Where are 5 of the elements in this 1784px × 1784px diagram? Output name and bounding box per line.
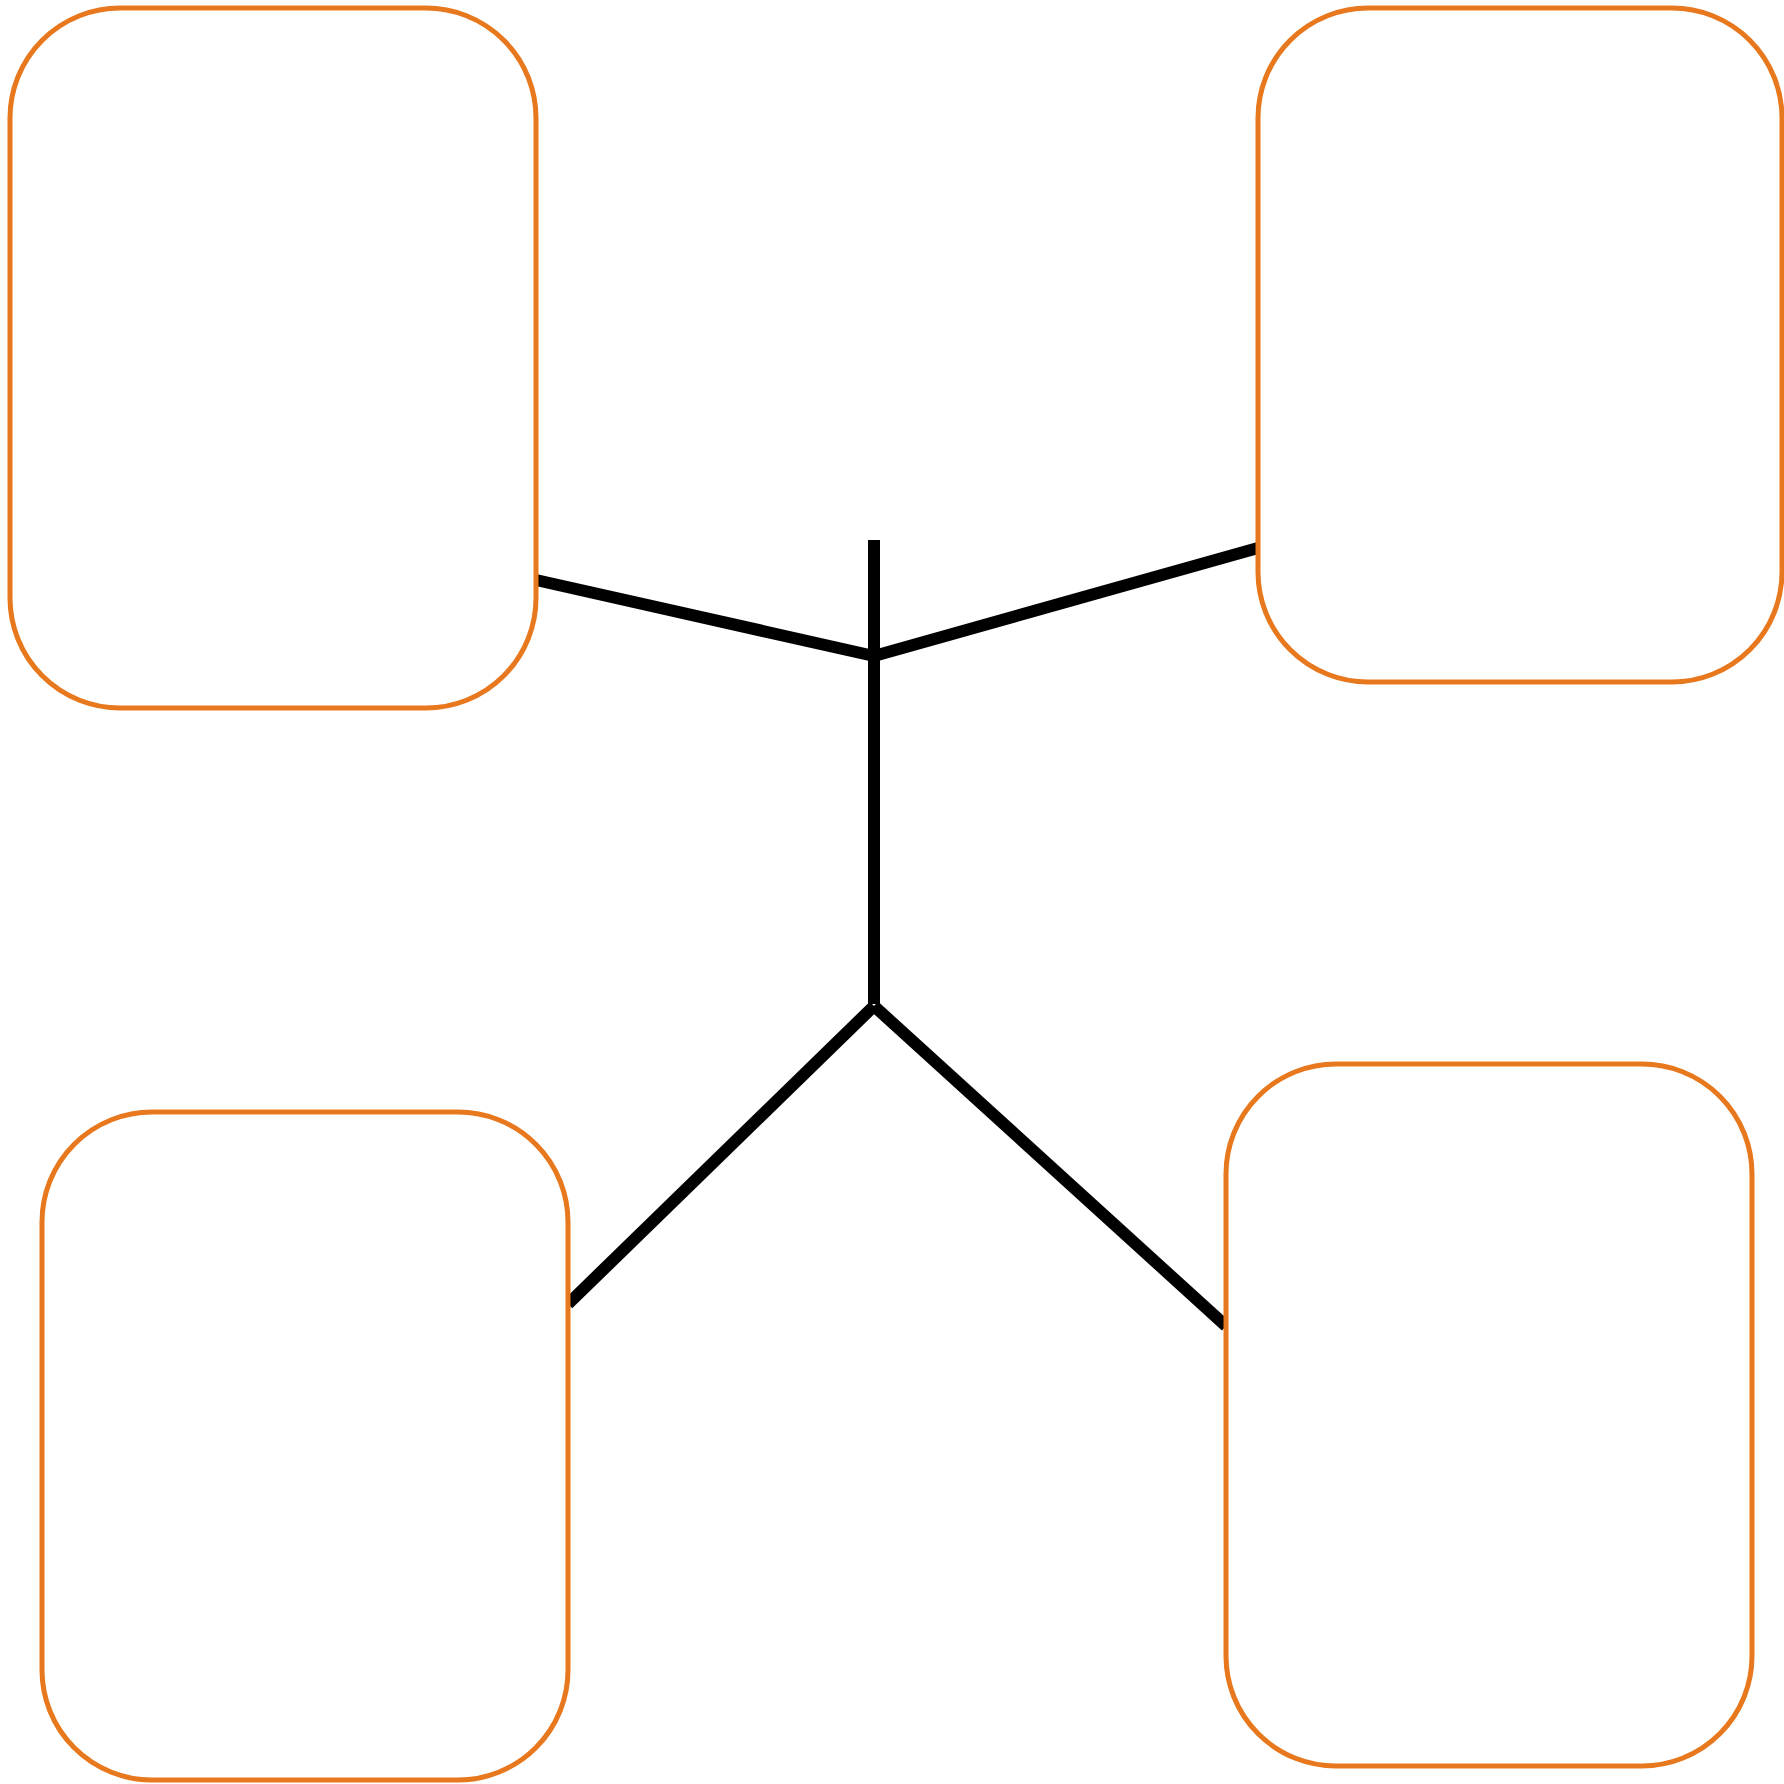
rounded-box (1255, 5, 1784, 685)
rounded-box (1223, 1061, 1755, 1769)
figure-body-line (868, 540, 880, 1004)
rounded-box (7, 5, 539, 711)
rounded-box (39, 1109, 571, 1783)
